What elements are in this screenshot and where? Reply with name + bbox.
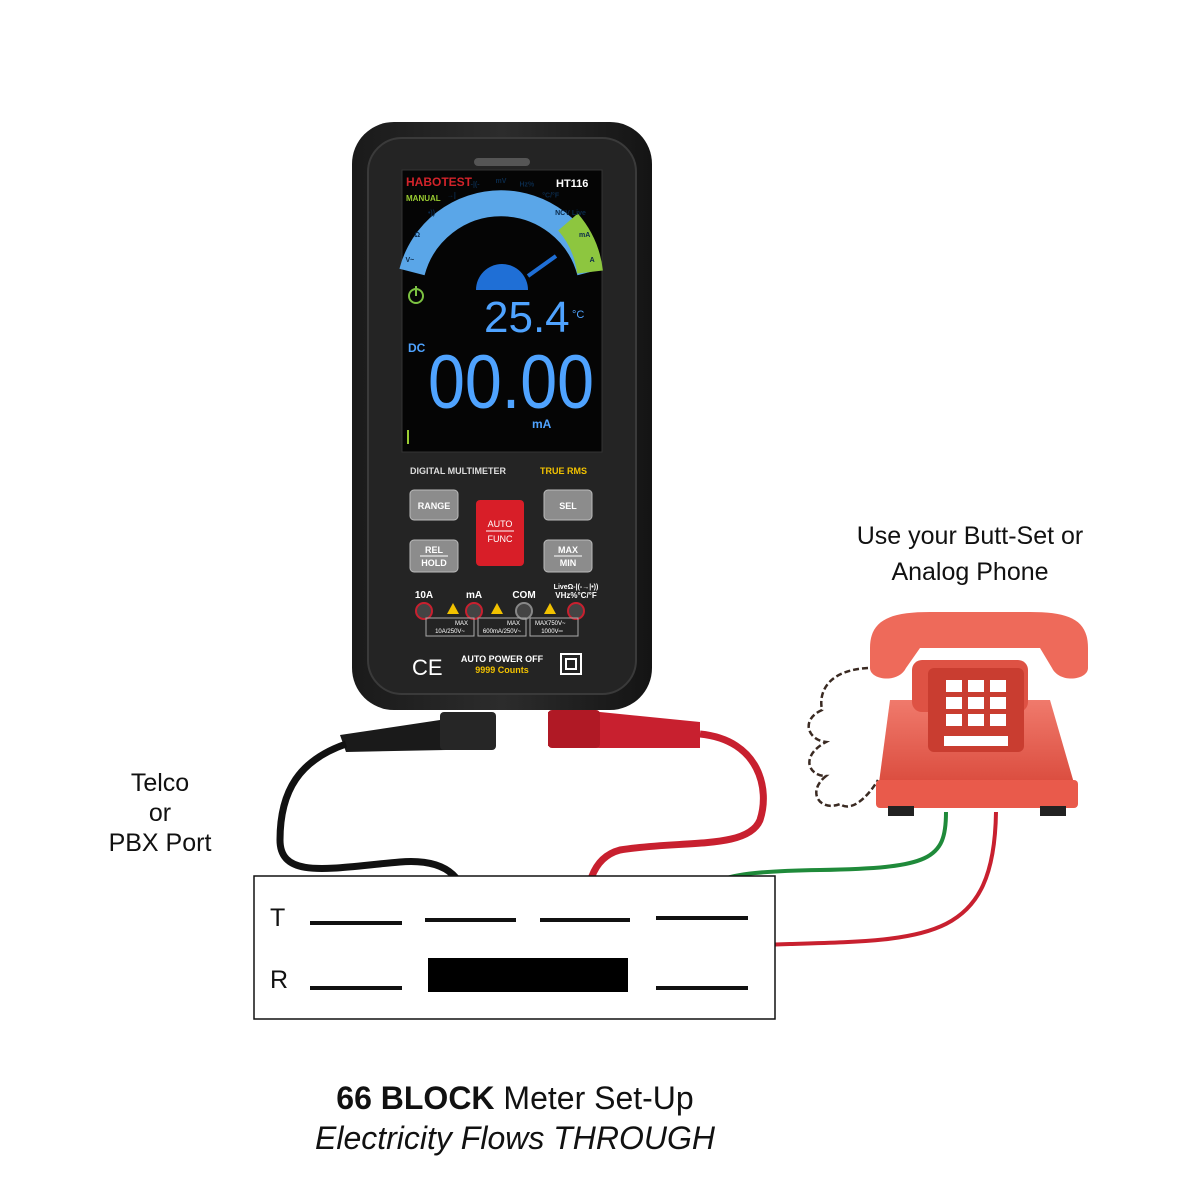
port-v-label-line2: VHz%°C/°F [555,591,597,600]
rel-hold-button[interactable]: REL HOLD [409,539,459,573]
range-button-label: RANGE [418,501,451,511]
66-block [253,875,776,1020]
temperature-unit: °C [572,309,584,321]
dial-function-label: Ω [414,232,420,239]
port-com-label: COM [512,590,535,601]
phone-key [990,714,1006,726]
phone-caption-line1: Use your Butt-Set or [856,522,1084,550]
range-button[interactable]: RANGE [409,489,459,521]
tip-row-label: T [270,904,286,932]
spec-max-3: MAX750V~ [535,621,566,627]
counts-label: 9999 Counts [475,665,529,675]
title-bold: 66 BLOCK [336,1080,495,1116]
port-com[interactable] [515,602,533,620]
func-label: FUNC [488,534,513,544]
device-title: DIGITAL MULTIMETER [410,466,506,476]
dial-function-label: -|(- [471,182,481,189]
phone-key-wide [944,736,1008,746]
max-label: MAX [558,545,578,555]
phone-key [968,714,984,726]
speaker-slot [474,158,530,166]
temperature-reading: 25.4 [484,293,570,342]
multimeter: HABOTEST HT116 MANUAL V~ Ω •)) →| -|(- mV Hz% °… [352,122,652,710]
dial-icons: V~ Ω •)) →| -|(- mV Hz% °C/°F NCV Live mA A [406,178,595,264]
dial-function-label: mA [579,232,590,239]
dial-function-label: NCV Live [555,210,586,217]
red-test-lead [582,730,767,921]
phone-foot [888,806,914,816]
port-ma-label: mA [466,590,482,601]
phone-key [946,697,962,709]
phone-key [990,697,1006,709]
phone-caption-line2: Analog Phone [891,558,1049,586]
spec-max-2: MAX [507,621,520,627]
diagram-title: 66 BLOCK Meter Set-Up [200,1078,830,1118]
ring-row-label: R [270,966,289,994]
port-v[interactable] [567,602,585,620]
sel-button[interactable]: SEL [543,489,593,521]
title-rest: Meter Set-Up [494,1080,694,1116]
mode-label: MANUAL [406,194,441,203]
sel-button-label: SEL [559,501,577,511]
dial-function-label: •)) [428,210,435,217]
phone-foot [1040,806,1066,816]
telephone [807,612,1088,816]
rel-label: REL [425,545,444,555]
true-rms-label: TRUE RMS [540,466,587,476]
model-label: HT116 [556,178,588,190]
max-min-button[interactable]: MAX MIN [543,539,593,573]
phone-key [990,680,1006,692]
spec-v: 1000V═ [541,629,563,635]
diagram-subtitle: Electricity Flows THROUGH [314,1120,715,1156]
gauge-disc [476,264,528,290]
main-unit: mA [532,417,552,431]
dial-function-label: A [590,257,595,264]
auto-power-off-label: AUTO POWER OFF [461,654,544,664]
bridging-clip-removed [428,958,628,992]
dial-function-label: °C/°F [542,192,560,200]
phone-keypad [946,680,1006,726]
main-reading: 00.00 [428,340,594,425]
auto-label: AUTO [488,519,513,529]
port-10a[interactable] [415,602,433,620]
dial-function-label: V~ [406,257,415,264]
dial-function-label: mV [496,178,507,185]
phone-key [968,697,984,709]
source-line2: or [148,799,172,827]
source-line1: Telco [130,769,190,797]
phone-coil-cord [807,666,880,808]
source-line3: PBX Port [108,829,212,857]
spec-max-1: MAX [455,621,468,627]
ce-mark: CE [412,655,443,680]
phone-key [946,680,962,692]
auto-func-button[interactable]: AUTO FUNC [476,500,524,566]
phone-caption: Use your Butt-Set or Analog Phone [810,518,1130,590]
port-10a-label: 10A [415,590,433,601]
source-caption: Telco or PBX Port [70,768,250,858]
dc-indicator: DC [408,341,426,355]
phone-handset [870,612,1088,679]
spec-10a: 10A/250V~ [435,629,465,635]
dial-function-label: Hz% [520,182,536,189]
warning-icon [491,603,503,614]
warning-icon [447,603,459,614]
phone-key [968,680,984,692]
port-v-label-line1: LiveΩ-|(-→|•)) [554,584,599,591]
spec-ma: 600mA/250V~ [483,629,522,635]
dial-function-label: →| [447,193,456,200]
test-leads [276,710,767,921]
warning-icon [544,603,556,614]
phone-key [946,714,962,726]
port-ma[interactable] [465,602,483,620]
gauge-needle [526,254,558,278]
current-range-arc [557,213,603,274]
brand-logo: HABOTEST [406,175,473,189]
black-test-lead [276,740,472,921]
hold-label: HOLD [421,558,447,568]
min-label: MIN [560,558,577,568]
block-frame [253,875,776,1020]
double-insulation-icon [560,653,582,675]
